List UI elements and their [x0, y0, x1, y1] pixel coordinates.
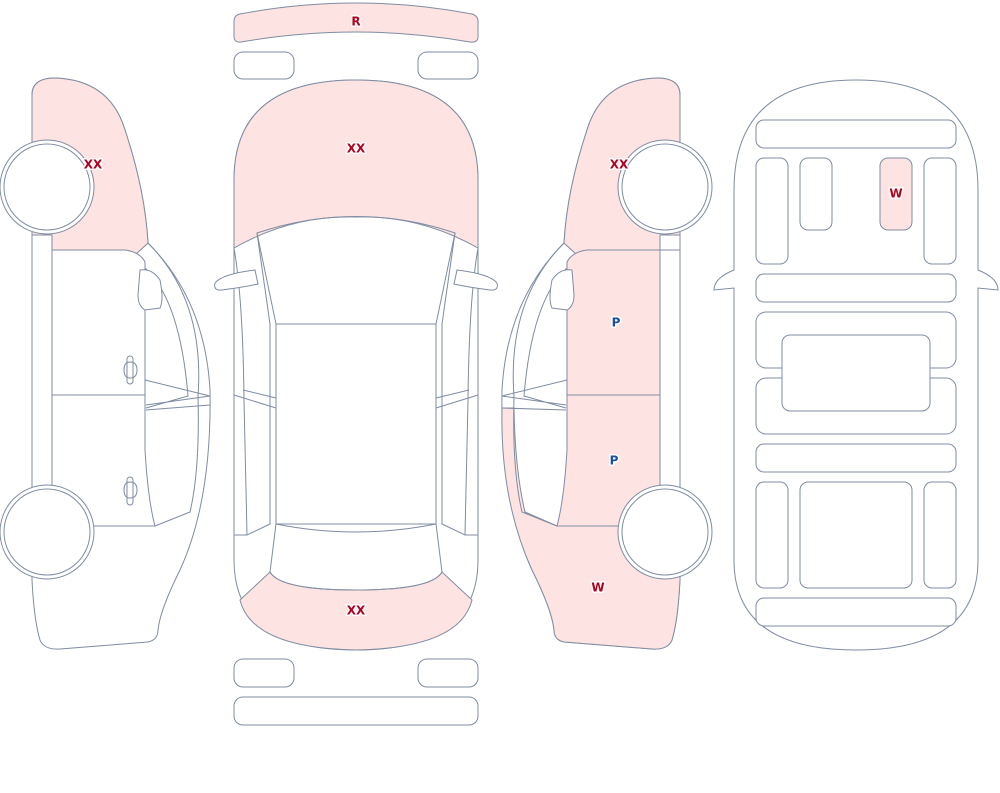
- rear-headliner[interactable]: [755, 443, 957, 473]
- interior-view: [713, 79, 999, 651]
- bottom-right-lamp[interactable]: [417, 658, 479, 688]
- code-right-front-door: P: [612, 316, 621, 330]
- code-left-front-fender: XX: [84, 158, 103, 172]
- front-right-door-trim[interactable]: [923, 157, 957, 265]
- front-left-door-trim[interactable]: [755, 157, 789, 265]
- passenger-seat[interactable]: [879, 157, 913, 231]
- code-right-rear-door: P: [610, 454, 619, 468]
- code-rear-bumper: R: [351, 15, 360, 29]
- right-rear-wheel: [617, 484, 713, 580]
- code-right-front-fender: XX: [610, 158, 629, 172]
- code-hood: XX: [347, 142, 366, 156]
- windshield: [256, 216, 456, 325]
- right-mirror: [549, 269, 575, 311]
- right-side-view: [501, 77, 713, 650]
- top-right-lamp[interactable]: [417, 51, 479, 80]
- center-console[interactable]: [781, 334, 931, 412]
- top-left-lamp[interactable]: [233, 51, 295, 80]
- top-right-mirror: [453, 269, 498, 291]
- cargo-floor[interactable]: [799, 481, 913, 589]
- cargo-rear-panel[interactable]: [755, 597, 957, 627]
- rear-left-trim[interactable]: [755, 481, 789, 589]
- dashboard[interactable]: [755, 119, 957, 149]
- code-interior-seat: W: [889, 187, 902, 201]
- right-rear-quarter-panel[interactable]: [501, 407, 681, 650]
- driver-seat[interactable]: [799, 157, 833, 231]
- roof: [275, 323, 437, 525]
- right-front-wheel: [617, 139, 713, 235]
- left-front-wheel: [0, 139, 95, 235]
- left-front-door-handle: [126, 355, 134, 385]
- damage-code-labels: R XX XX XX XX P P W W: [82, 13, 904, 619]
- left-mirror: [137, 269, 163, 311]
- rear-right-trim[interactable]: [923, 481, 957, 589]
- rear-bumper-panel[interactable]: [233, 2, 479, 43]
- bottom-left-lamp[interactable]: [233, 658, 295, 688]
- code-right-rear-quarter: W: [591, 581, 604, 595]
- left-side-view: [0, 77, 211, 650]
- rear-window: [269, 523, 443, 591]
- front-bumper-panel[interactable]: [233, 696, 479, 726]
- right-front-door-panel[interactable]: [566, 249, 661, 396]
- top-view: [214, 2, 498, 726]
- front-headliner[interactable]: [755, 273, 957, 303]
- left-rear-door-handle: [126, 476, 134, 506]
- top-left-mirror: [214, 269, 259, 291]
- code-trunk: XX: [347, 604, 366, 618]
- left-rear-wheel: [0, 484, 95, 580]
- left-front-door-panel[interactable]: [51, 249, 146, 396]
